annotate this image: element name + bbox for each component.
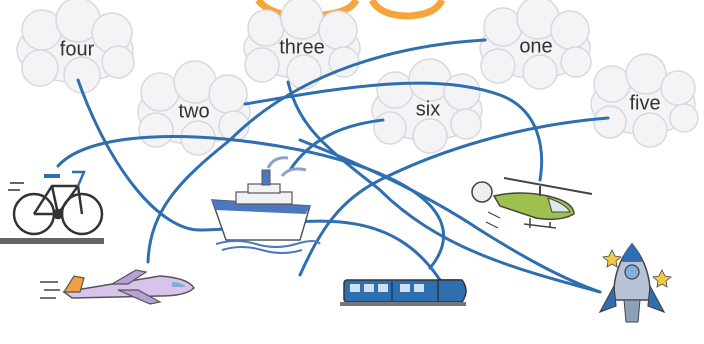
line-one [146,38,487,264]
airplane-icon [40,269,195,305]
cloud-four [16,0,135,94]
cloud-label-three: three [279,36,325,59]
cloud-six [371,58,483,154]
connecting-lines [56,38,610,294]
line-bicycle [56,135,445,270]
bicycle-icon [0,170,104,244]
line-ship [298,138,602,294]
cloud-five [590,53,699,148]
cloud-label-five: five [629,92,661,115]
cloud-label-one: one [519,35,553,58]
cloud-label-six: six [415,98,441,121]
cloud-two [137,60,251,156]
line-five [298,116,610,277]
ship-icon [210,156,321,254]
helicopter-icon [471,177,593,229]
cloud-one [479,0,592,90]
cloud-label-two: two [178,100,210,123]
line-three [286,80,602,294]
rocket-icon [598,242,672,323]
line-four [76,78,442,282]
train-icon [340,279,467,306]
cloud-label-four: four [59,38,95,61]
line-two [243,81,544,182]
line-six [288,118,385,172]
